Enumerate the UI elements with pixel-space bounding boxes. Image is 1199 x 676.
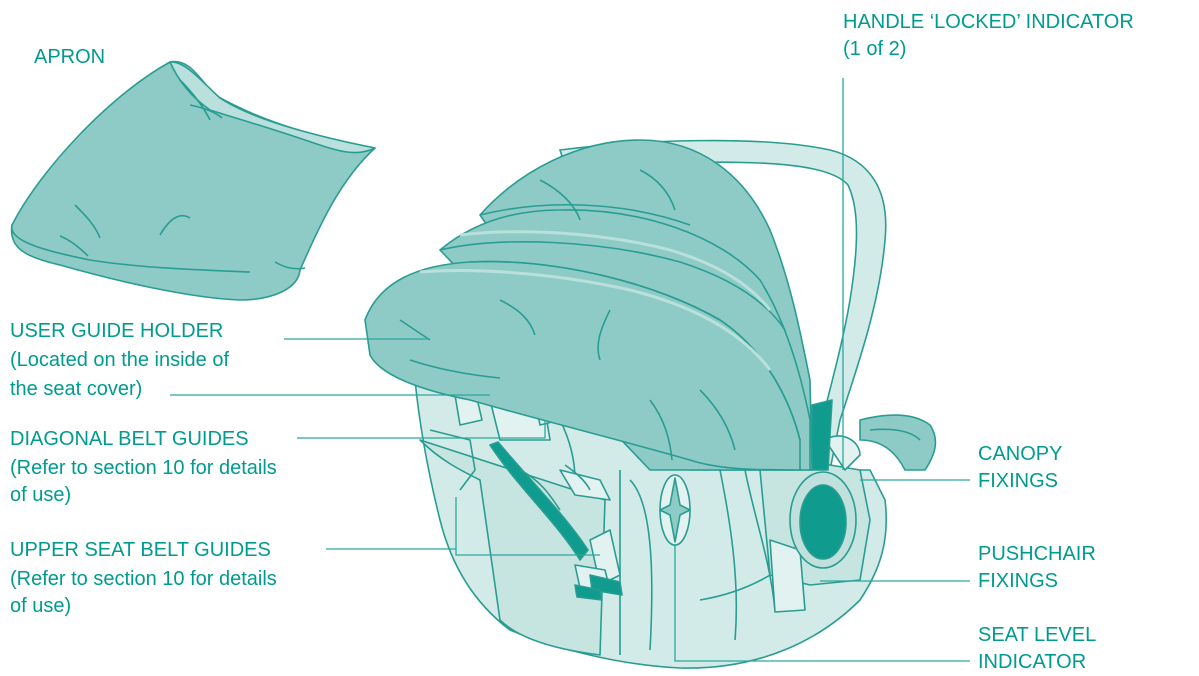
diagonal-belt-guides-note-1: (Refer to section 10 for details (10, 455, 277, 482)
user-guide-holder-label: USER GUIDE HOLDER (10, 318, 223, 345)
pushchair-fixings-label: PUSHCHAIR (978, 541, 1096, 568)
upper-seat-belt-guides-note-2: of use) (10, 593, 71, 620)
canopy-fixings-label-2: FIXINGS (978, 468, 1058, 495)
canopy-fixings-label: CANOPY (978, 441, 1062, 468)
apron-illustration (12, 62, 375, 300)
diagonal-belt-guides-note-2: of use) (10, 482, 71, 509)
upper-seat-belt-guides-note-1: (Refer to section 10 for details (10, 566, 277, 593)
handle-locked-sublabel: (1 of 2) (843, 36, 906, 63)
pushchair-fixings-label-2: FIXINGS (978, 568, 1058, 595)
seat-level-indicator-label-2: INDICATOR (978, 649, 1086, 676)
apron-label: APRON (34, 44, 105, 71)
seat-level-indicator-label: SEAT LEVEL (978, 622, 1096, 649)
user-guide-holder-note-2: the seat cover) (10, 376, 142, 403)
upper-seat-belt-guides-label: UPPER SEAT BELT GUIDES (10, 537, 271, 564)
user-guide-holder-note-1: (Located on the inside of (10, 347, 229, 374)
diagonal-belt-guides-label: DIAGONAL BELT GUIDES (10, 426, 249, 453)
handle-locked-label: HANDLE ‘LOCKED’ INDICATOR (843, 9, 1134, 36)
